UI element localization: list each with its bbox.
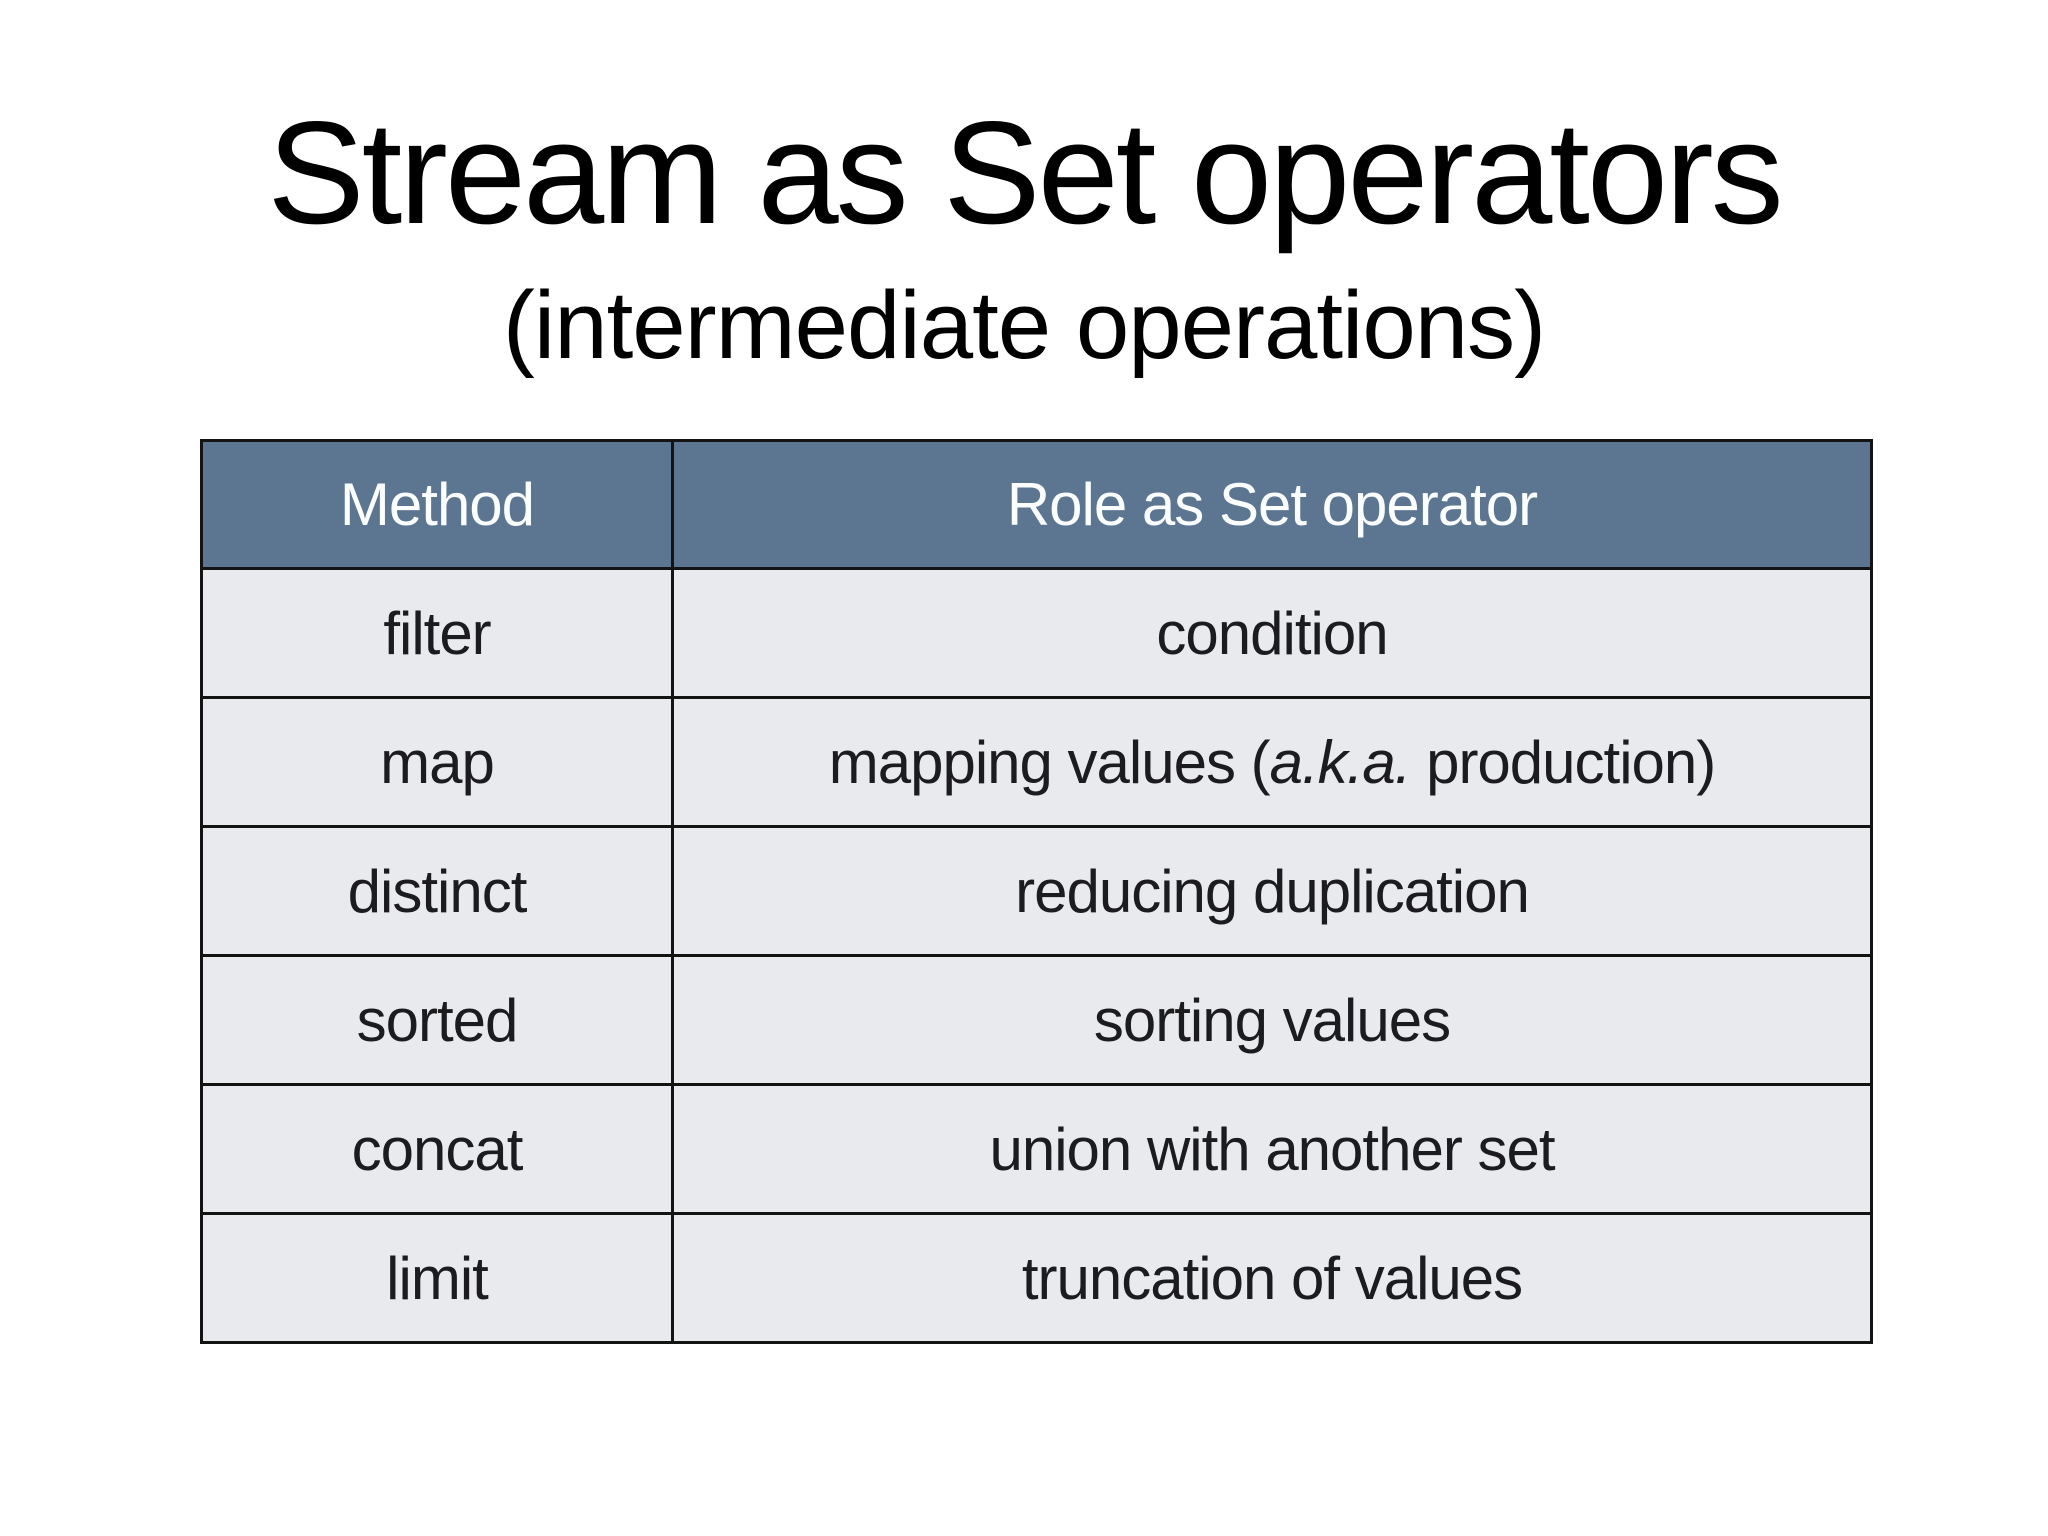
role-cell: truncation of values	[671, 1212, 1873, 1344]
role-text: union with another set	[989, 1115, 1555, 1183]
method-cell: concat	[200, 1083, 674, 1215]
method-cell: map	[200, 696, 674, 828]
table-row: limit truncation of values	[200, 1212, 1873, 1344]
role-text: truncation of values	[1021, 1244, 1523, 1312]
table-row: distinct reducing duplication	[200, 825, 1873, 957]
table-row: sorted sorting values	[200, 954, 1873, 1086]
table-row: filter condition	[200, 567, 1873, 699]
page-title: Stream as Set operators	[267, 91, 1783, 254]
role-text-italic: a.k.a.	[1269, 728, 1412, 796]
role-text-suffix: production)	[1410, 728, 1716, 796]
role-cell: union with another set	[671, 1083, 1873, 1215]
method-cell: sorted	[200, 954, 674, 1086]
role-text: sorting values	[1093, 986, 1451, 1054]
column-header-role: Role as Set operator	[671, 439, 1873, 570]
page-subtitle: (intermediate operations)	[502, 272, 1546, 379]
role-cell: reducing duplication	[671, 825, 1873, 957]
method-cell: filter	[200, 567, 674, 699]
role-cell: mapping values (a.k.a. production)	[671, 696, 1873, 828]
role-text: mapping values (	[828, 728, 1271, 796]
table-header-row: Method Role as Set operator	[200, 439, 1873, 570]
method-cell: limit	[200, 1212, 674, 1344]
table-row: map mapping values (a.k.a. production)	[200, 696, 1873, 828]
role-text: condition	[1156, 599, 1388, 667]
method-cell: distinct	[200, 825, 674, 957]
role-cell: condition	[671, 567, 1873, 699]
role-text: reducing duplication	[1015, 857, 1530, 925]
column-header-method: Method	[200, 439, 674, 570]
table-row: concat union with another set	[200, 1083, 1873, 1215]
stream-operators-table: Method Role as Set operator filter condi…	[200, 439, 1873, 1344]
role-cell: sorting values	[671, 954, 1873, 1086]
